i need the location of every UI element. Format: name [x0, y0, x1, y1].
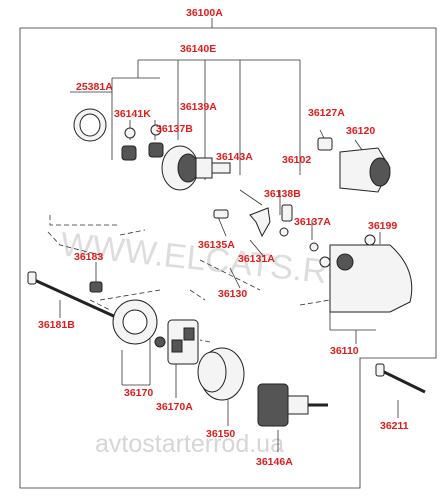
label-36211: 36211: [380, 420, 409, 432]
part-36135A-pin: [213, 209, 229, 219]
leader-lines: [59, 59, 399, 452]
label-36100A: 36100A: [186, 7, 223, 19]
part-36120-solenoid: [339, 147, 391, 193]
part-36211-bolt: [375, 363, 426, 394]
part-36131A-lever: [249, 207, 271, 238]
part-36170A-brush-holder: [167, 319, 199, 365]
label-36199: 36199: [368, 220, 397, 232]
label-36138B: 36138B: [264, 188, 301, 200]
label-36127A: 36127A: [308, 107, 345, 119]
label-36140E: 36140E: [180, 43, 216, 55]
label-36170A: 36170A: [156, 401, 193, 413]
label-36110: 36110: [330, 345, 359, 357]
label-36150: 36150: [206, 428, 235, 440]
watermark-bottom: avtostarterrod.ua: [95, 430, 284, 458]
label-36146A: 36146A: [256, 456, 293, 468]
part-36150-yoke: [197, 347, 245, 401]
label-36170: 36170: [124, 387, 153, 399]
label-36137B: 36137B: [156, 123, 193, 135]
alignment-dashes: [47, 215, 331, 343]
label-36183: 36183: [74, 251, 103, 263]
part-25381A-ring: [73, 108, 107, 142]
part-36127A-nut: [317, 137, 333, 151]
label-36102: 36102: [282, 154, 311, 166]
part-36110-motor-housing: [319, 234, 413, 313]
assembly-frame: [19, 18, 437, 489]
part-labels: 36100A 36140E 25381A 36141K 36139A 36137…: [38, 7, 409, 468]
label-36130: 36130: [218, 288, 247, 300]
label-36137A: 36137A: [294, 216, 331, 228]
label-25381A: 25381A: [76, 81, 113, 93]
label-36139A: 36139A: [180, 101, 217, 113]
part-36181B-long-bolt: [27, 271, 119, 320]
part-36170-end-cover: [112, 299, 166, 348]
label-36143A: 36143A: [216, 151, 253, 163]
label-36141K: 36141K: [114, 108, 151, 120]
label-36135A: 36135A: [198, 239, 235, 251]
part-36137B-gear-housing: [161, 145, 231, 191]
part-36141K-bearings: [121, 124, 164, 161]
part-36183-screw: [89, 281, 103, 293]
label-36120: 36120: [346, 125, 375, 137]
part-36146A-armature: [257, 383, 328, 427]
label-36181B: 36181B: [38, 319, 75, 331]
label-36131A: 36131A: [238, 253, 275, 265]
part-36138B-36137A-small: [279, 204, 319, 252]
